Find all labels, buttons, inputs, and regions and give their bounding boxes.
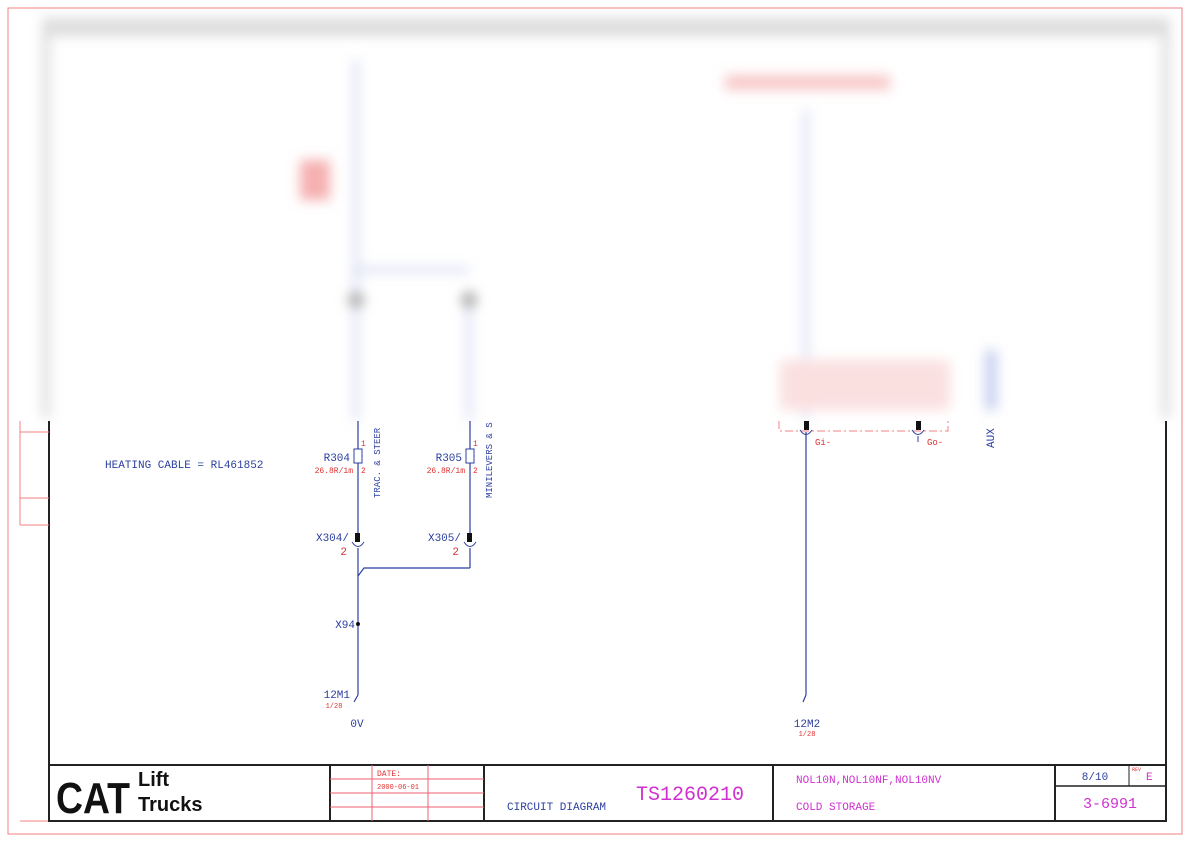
models: NOL10N,NOL10NF,NOL10NV [796, 775, 942, 787]
wires-left [353, 421, 807, 703]
r305-label: MINILEVERS & S [485, 422, 495, 498]
connector-gi-icon [799, 421, 813, 435]
go-label: Go- [927, 438, 943, 448]
revision: E [1146, 772, 1153, 784]
svg-text:Trucks: Trucks [138, 794, 202, 816]
r304-name: R304 [324, 453, 351, 465]
heating-cable-label: HEATING CABLE = RL461852 [105, 460, 263, 472]
title-block [48, 764, 1167, 822]
r305-name: R305 [436, 453, 462, 465]
redacted-blurred-region [42, 18, 1170, 420]
svg-text:CAT: CAT [56, 774, 130, 823]
doc-number: TS1260210 [636, 784, 744, 807]
12m2-ref: 1/28 [799, 731, 816, 739]
x304-pin: 2 [340, 547, 347, 559]
x304-name: X304/ [316, 533, 349, 545]
doc-type: CIRCUIT DIAGRAM [507, 802, 606, 814]
12m2-label: 12M2 [794, 719, 820, 731]
r304-pin2: 2 [361, 467, 366, 476]
x305-name: X305/ [428, 533, 461, 545]
variant: COLD STORAGE [796, 802, 876, 814]
r305-pin1: 1 [473, 440, 478, 449]
0v-label: 0V [350, 719, 364, 731]
cat-logo: CAT Lift Trucks [56, 769, 202, 823]
resistor-r304 [353, 448, 363, 464]
junction-x94-icon [356, 622, 360, 626]
connector-x304-icon [351, 533, 365, 547]
outer-border [7, 7, 1183, 835]
zone-markers [19, 421, 49, 822]
r304-value: 26.8R/1m [315, 467, 354, 476]
connector-x305-icon [463, 533, 477, 547]
aux-label: AUX [986, 428, 998, 448]
r305-value: 26.8R/1m [427, 467, 466, 476]
connector-housing-outline [778, 421, 949, 432]
r304-pin1: 1 [361, 440, 366, 449]
x305-pin: 2 [452, 547, 459, 559]
date-grid [330, 765, 484, 821]
12m1-label: 12M1 [324, 690, 351, 702]
rev-label: REV [1132, 767, 1141, 773]
x94-label: X94 [335, 620, 355, 632]
resistor-r305 [465, 448, 475, 464]
sheet-number: 8/10 [1082, 772, 1108, 784]
svg-text:Lift: Lift [138, 769, 169, 791]
r304-label: TRAC. & STEER [373, 427, 383, 498]
r305-pin2: 2 [473, 467, 478, 476]
drawing-number: 3-6991 [1083, 796, 1137, 813]
connector-go-icon [911, 421, 925, 442]
gi-label: Gi- [815, 438, 831, 448]
date-label: DATE: [377, 770, 401, 779]
12m1-ref: 1/28 [326, 703, 343, 711]
date-value: 2000-06-01 [377, 784, 419, 792]
